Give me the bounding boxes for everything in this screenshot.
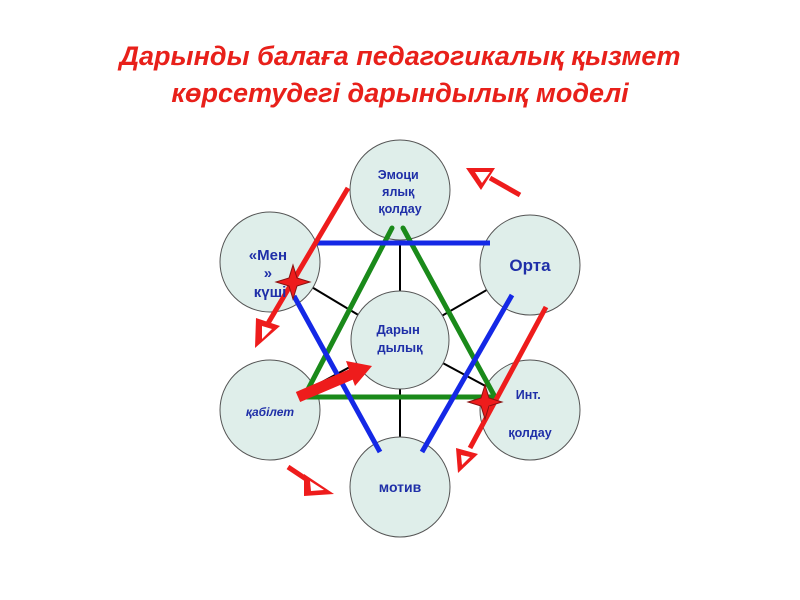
title-line-2: көрсетудегі дарындылық моделі xyxy=(171,78,629,108)
red-arrow-top-right xyxy=(466,168,522,198)
node-circles xyxy=(219,139,581,538)
star-marker-right xyxy=(466,383,504,421)
green-triangle xyxy=(302,225,498,400)
label-emotional: Эмоци ялық қолдау xyxy=(378,168,422,216)
green-right-edge xyxy=(400,225,498,400)
circle-motive xyxy=(349,436,451,538)
label-intellectual: Инт. қолдау xyxy=(508,388,551,440)
blue-right-edge xyxy=(419,293,515,454)
circle-ability xyxy=(219,359,321,461)
circle-center xyxy=(350,290,450,390)
circle-emotional xyxy=(349,139,451,241)
circle-environment xyxy=(479,214,581,316)
red-arrow-bottom-left xyxy=(286,464,334,496)
red-arrow-left-long xyxy=(255,186,351,348)
slide-title: Дарынды балаға педагогикалық қызмет көрс… xyxy=(0,38,800,112)
blue-left-edge xyxy=(291,294,383,454)
label-self: «Мен » күші xyxy=(249,247,291,301)
big-red-arrow xyxy=(295,361,372,403)
label-ability: қабілет xyxy=(246,405,295,419)
blue-triangle xyxy=(291,240,515,454)
red-arrow-right-long xyxy=(456,305,549,473)
star-marker-left xyxy=(274,263,312,301)
title-line-1: Дарынды балаға педагогикалық қызмет xyxy=(119,41,681,71)
label-center: Дарын дылық xyxy=(376,322,423,355)
green-left-edge xyxy=(302,225,395,398)
label-motive: мотив xyxy=(379,479,422,495)
label-environment: Орта xyxy=(509,256,551,275)
circle-intellectual xyxy=(479,359,581,461)
